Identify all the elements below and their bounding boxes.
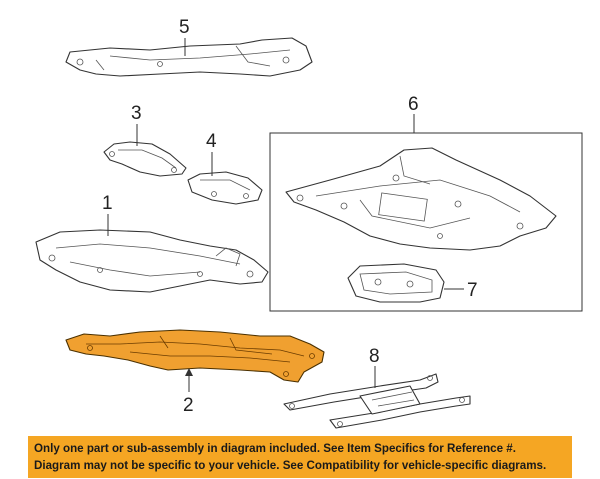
callout-7: 7 [467,280,478,301]
callout-4: 4 [206,131,217,152]
part-3-shield [103,141,187,177]
disclaimer-banner: Only one part or sub-assembly in diagram… [28,436,572,478]
disclaimer-line-2: Diagram may not be specific to your vehi… [34,459,547,472]
part-6-shield [285,147,557,251]
part-1-shield [35,229,269,293]
leader-2-arrow [185,368,193,376]
callout-6: 6 [408,94,419,115]
callout-1: 1 [102,193,113,214]
callout-2: 2 [183,395,194,416]
part-8-brace [283,373,471,429]
part-2-crossmember [65,329,325,383]
part-4-shield [187,171,263,205]
part-5-shield [65,37,313,77]
disclaimer-line-1: Only one part or sub-assembly in diagram… [34,442,516,455]
callout-3: 3 [131,103,142,124]
callout-8: 8 [369,346,380,367]
parts-diagram: 5 3 4 1 6 [35,17,583,429]
part-7-cover [347,263,445,303]
callout-5: 5 [179,17,190,38]
